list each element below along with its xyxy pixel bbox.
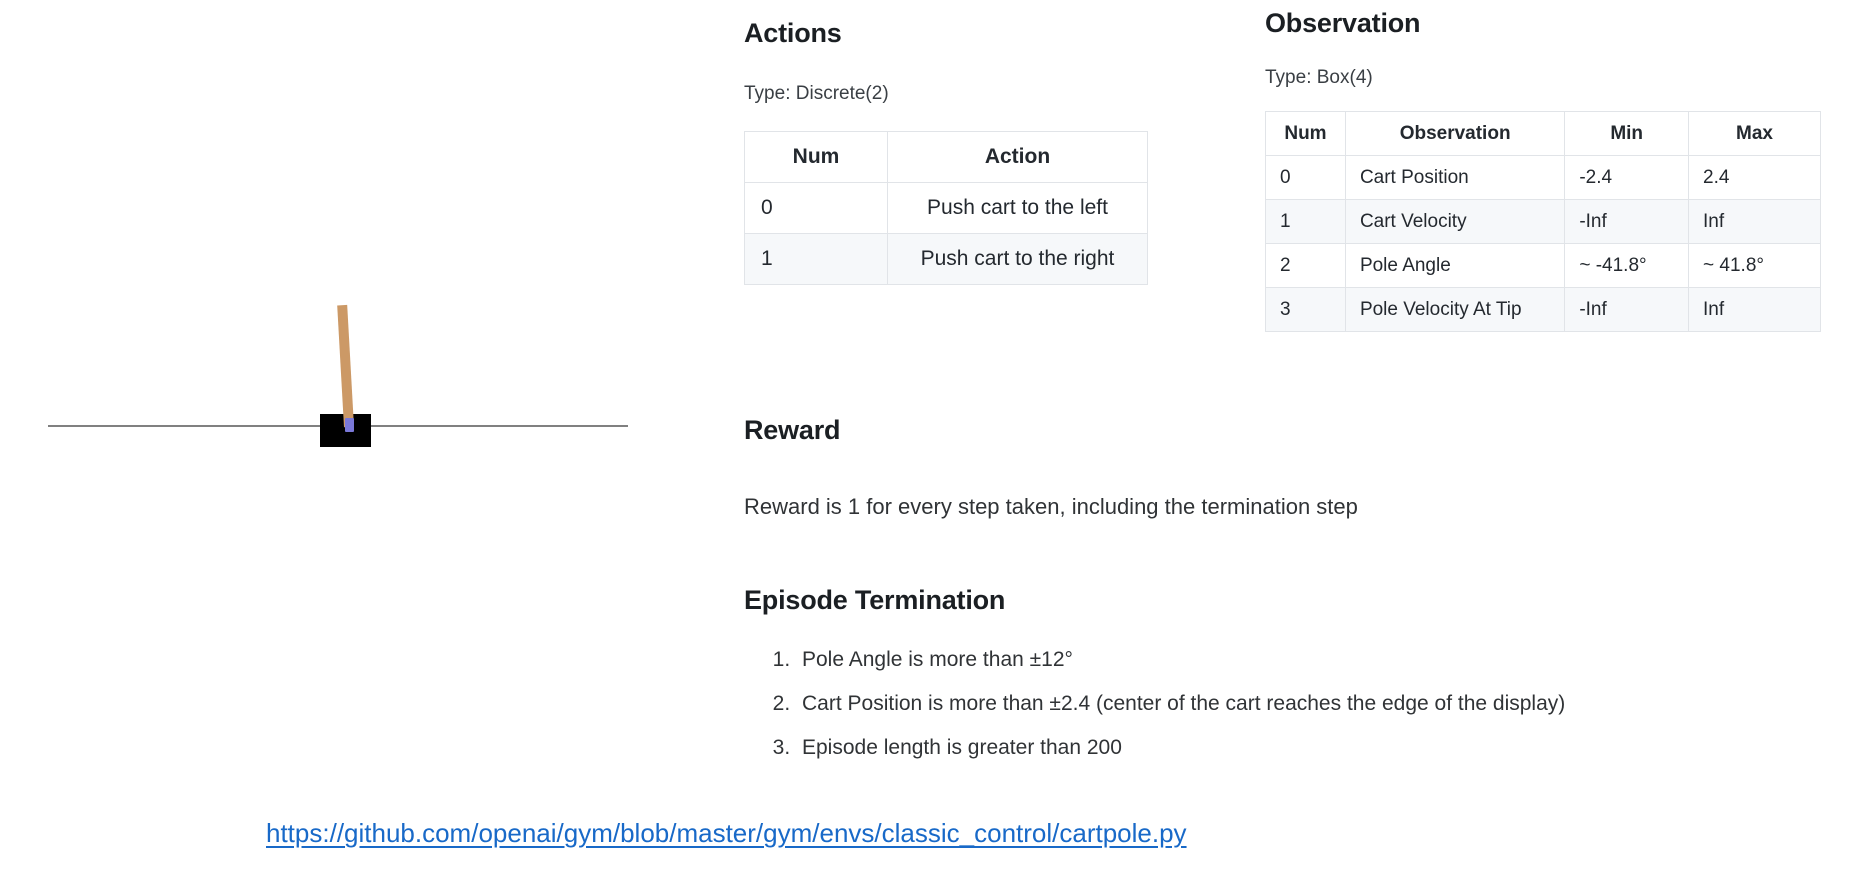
table-row: 2 Pole Angle ~ -41.8° ~ 41.8° — [1265, 243, 1821, 288]
column-header-observation: Observation — [1344, 111, 1566, 156]
actions-heading: Actions — [744, 18, 842, 48]
reward-section: Reward Reward is 1 for every step taken,… — [744, 415, 1824, 520]
observation-heading: Observation — [1265, 8, 1421, 38]
actions-section: Actions Type: Discrete(2) Num Action 0 P… — [744, 18, 1164, 285]
table-header-row: Num Observation Min Max — [1265, 111, 1821, 156]
termination-heading: Episode Termination — [744, 585, 1006, 615]
list-item: Episode length is greater than 200 — [796, 736, 1834, 760]
column-header-min: Min — [1564, 111, 1690, 156]
cartpole-figure — [0, 0, 700, 820]
actions-table: Num Action 0 Push cart to the left 1 Pus… — [744, 131, 1148, 285]
cell-min: -Inf — [1564, 287, 1690, 332]
list-item: Cart Position is more than ±2.4 (center … — [796, 692, 1834, 716]
column-header-num: Num — [744, 131, 888, 183]
reward-text: Reward is 1 for every step taken, includ… — [744, 494, 1358, 519]
table-header-row: Num Action — [744, 131, 1148, 183]
cartpole-pole — [337, 304, 354, 428]
cell-min: -Inf — [1564, 199, 1690, 244]
column-header-action: Action — [887, 131, 1148, 183]
table-row: 1 Cart Velocity -Inf Inf — [1265, 199, 1821, 244]
observation-section: Observation Type: Box(4) Num Observation… — [1265, 8, 1825, 332]
table-row: 0 Cart Position -2.4 2.4 — [1265, 155, 1821, 200]
cell-max: 2.4 — [1688, 155, 1821, 200]
column-header-num: Num — [1265, 111, 1346, 156]
list-item: Pole Angle is more than ±12° — [796, 648, 1834, 672]
table-row: 3 Pole Velocity At Tip -Inf Inf — [1265, 287, 1821, 332]
table-row: 1 Push cart to the right — [744, 233, 1148, 285]
cell-max: ~ 41.8° — [1688, 243, 1821, 288]
cell-action: Push cart to the left — [887, 182, 1148, 234]
cell-num: 2 — [1265, 243, 1346, 288]
source-code-link[interactable]: https://github.com/openai/gym/blob/maste… — [266, 818, 1187, 848]
cell-action: Push cart to the right — [887, 233, 1148, 285]
reward-heading: Reward — [744, 415, 841, 445]
observation-type-line: Type: Box(4) — [1265, 67, 1373, 88]
cell-num: 0 — [744, 182, 888, 234]
cell-num: 1 — [744, 233, 888, 285]
cell-observation: Cart Velocity — [1344, 199, 1566, 244]
termination-section: Episode Termination Pole Angle is more t… — [744, 585, 1834, 780]
cell-max: Inf — [1688, 199, 1821, 244]
cell-num: 3 — [1265, 287, 1346, 332]
cell-min: ~ -41.8° — [1564, 243, 1690, 288]
cell-observation: Pole Velocity At Tip — [1344, 287, 1566, 332]
cell-num: 1 — [1265, 199, 1346, 244]
termination-list: Pole Angle is more than ±12° Cart Positi… — [744, 648, 1834, 760]
table-row: 0 Push cart to the left — [744, 182, 1148, 234]
observation-table: Num Observation Min Max 0 Cart Position … — [1265, 111, 1821, 332]
cell-num: 0 — [1265, 155, 1346, 200]
cell-observation: Pole Angle — [1344, 243, 1566, 288]
cell-max: Inf — [1688, 287, 1821, 332]
column-header-max: Max — [1688, 111, 1821, 156]
cartpole-axle — [345, 418, 354, 432]
actions-type-line: Type: Discrete(2) — [744, 83, 889, 104]
cell-min: -2.4 — [1564, 155, 1690, 200]
cell-observation: Cart Position — [1344, 155, 1566, 200]
